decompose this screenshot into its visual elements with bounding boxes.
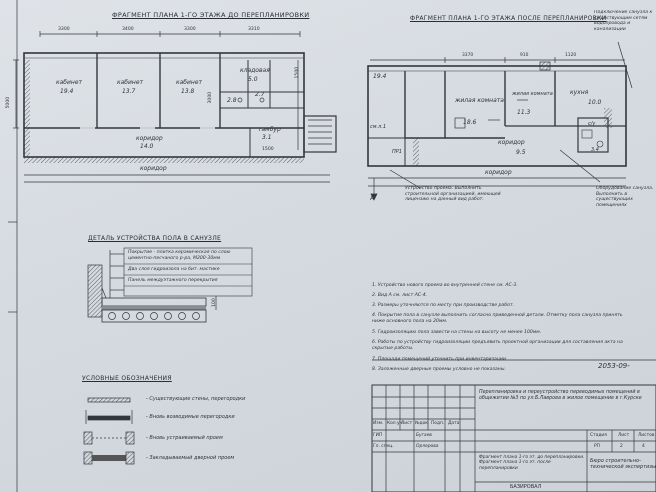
- room-label: см.л.1: [370, 124, 387, 130]
- tb-stage-header: Стадия: [590, 433, 607, 438]
- room-label: кабинет: [176, 79, 203, 86]
- bottom-stamp: БАЗИРОВАЛ: [510, 484, 542, 490]
- tb-person: Бугаев: [416, 433, 432, 438]
- legend-item: - Вновь устраиваемый проем: [146, 435, 223, 441]
- room-area: 3.1: [262, 134, 272, 141]
- floor-detail-drawing: [87, 247, 253, 323]
- room-label: тамбур: [258, 126, 281, 133]
- legend-drawing: [83, 397, 135, 465]
- room-label: кладовая: [240, 67, 270, 74]
- room-area: 2.8: [227, 97, 237, 104]
- detail-layer: Два слоя гидроизола на бит. мастике: [128, 267, 220, 272]
- plan-before-dim-top: 3300: [184, 27, 196, 32]
- room-area: 19.4: [373, 73, 387, 80]
- general-note: 2. Вид А см. лист АС-4.: [372, 293, 428, 298]
- general-note: 3. Размеры уточняются по месту при произ…: [372, 303, 515, 308]
- general-note: 1. Устройство нового проема во внутренне…: [372, 283, 518, 288]
- plan-before-dim-side: 1500: [295, 66, 301, 79]
- plan-before-drawing: [13, 31, 337, 183]
- plan-before-dim-bottom: 1500: [262, 147, 274, 152]
- detail-dim: 100: [211, 298, 217, 308]
- plan-before-dim-top: 3310: [248, 27, 260, 32]
- tb-stage-header: Листов: [638, 433, 655, 438]
- room-area: 10.0: [588, 99, 602, 106]
- legend-item: - Существующие стены, перегородки: [146, 396, 246, 402]
- general-note: 7. Площади помещений уточнить при инвент…: [372, 357, 508, 362]
- plan-before-dim-top: 3400: [122, 27, 134, 32]
- room-area: 11.3: [517, 109, 531, 116]
- room-area: 9.5: [516, 149, 526, 156]
- legend-title: УСЛОВНЫЕ ОБОЗНАЧЕНИЯ: [82, 375, 172, 382]
- room-area: 18.6: [463, 119, 477, 126]
- tb-col: Лист: [401, 421, 413, 426]
- drawing-code: 2053-09-: [598, 362, 630, 370]
- room-area: 14.0: [140, 143, 154, 150]
- room-label: кабинет: [117, 79, 144, 86]
- room-label: коридор: [136, 135, 163, 142]
- plan-after-dim-top: 910: [520, 53, 529, 58]
- tb-col: Подп.: [431, 421, 445, 426]
- tb-role: Гл. спец.: [373, 444, 394, 449]
- plan-before-corridor: коридор: [140, 165, 167, 172]
- general-note: 5. Гидроизоляцию пола завести на стены н…: [372, 330, 542, 335]
- room-label: коридор: [498, 139, 525, 146]
- plan-before-dim-side: 3000: [208, 91, 214, 104]
- room-label: кухня: [570, 89, 589, 96]
- project-name: Перепланировка и переустройство переводи…: [479, 390, 642, 401]
- room-label: с/у: [588, 121, 596, 127]
- legend-item: - Вновь возводимые перегородки: [146, 414, 235, 420]
- tb-col: Кол.уч.: [387, 421, 404, 426]
- room-area: 19.4: [60, 88, 74, 95]
- general-note: 8. Заложенные дверные проемы условно не …: [372, 367, 506, 372]
- plan-before-title: ФРАГМЕНТ ПЛАНА 1-ГО ЭТАЖА ДО ПЕРЕПЛАНИРО…: [112, 11, 310, 19]
- opening-label: ПР1: [392, 149, 402, 155]
- detail-title: ДЕТАЛЬ УСТРОЙСТВА ПОЛА В САНУЗЛЕ: [88, 235, 222, 242]
- tb-person: Орлерова: [416, 444, 439, 449]
- room-label: кабинет: [56, 79, 83, 86]
- sheet-description: Фрагмент плана 1-го эт. до перепланировк…: [479, 455, 585, 471]
- plan-after-note-bath: Оборудование санузла. Выполнить в сущест…: [596, 186, 654, 208]
- tb-stage-header: Лист: [618, 433, 630, 438]
- tb-stage-value: 4: [642, 444, 645, 449]
- plan-after-drawing: [367, 41, 633, 201]
- plan-after-note-opening: Устройство проема. Выполнить строительно…: [405, 186, 501, 202]
- organization: Бюро строительно-технической экспертизы: [590, 458, 656, 470]
- axis-mark: A: [370, 195, 375, 202]
- detail-layer: Панель междуэтажного перекрытия: [128, 278, 218, 283]
- plan-after-corner-note: Подключение санузла к существующим сетям…: [594, 10, 653, 32]
- plan-after-dim-top: 1120: [565, 53, 577, 58]
- tb-col: №док: [415, 421, 428, 426]
- general-note: 6. Работы по устройству гидроизоляции пр…: [372, 340, 623, 351]
- room-label: жилая комната: [455, 97, 504, 104]
- room-area: 13.7: [122, 88, 136, 95]
- title-block-drawing: [371, 359, 656, 492]
- plan-after-title: ФРАГМЕНТ ПЛАНА 1-ГО ЭТАЖА ПОСЛЕ ПЕРЕПЛАН…: [410, 15, 607, 22]
- tb-role: ГИП: [373, 433, 383, 438]
- room-area: 2.7: [255, 91, 265, 98]
- tb-col: Изм.: [373, 421, 384, 426]
- plan-before-dim-top: 3300: [58, 27, 70, 32]
- general-note: 4. Покрытие пола в санузле выполнить сог…: [372, 313, 623, 324]
- detail-layer: Покрытие - плитка керамическая по слою ц…: [128, 250, 231, 261]
- plan-after-corridor: коридор: [485, 169, 512, 176]
- room-label: жилая комната: [512, 91, 553, 97]
- tb-stage-value: 2: [620, 444, 623, 449]
- legend-item: - Закладываемый дверной проем: [146, 455, 235, 461]
- room-area: 13.8: [181, 88, 195, 95]
- room-area: 3.4: [591, 147, 599, 153]
- tb-stage-value: РП: [594, 444, 600, 449]
- room-area: 5.0: [248, 76, 258, 83]
- plan-before-dim-side: 5000: [6, 96, 12, 109]
- tb-col: Дата: [448, 421, 460, 426]
- plan-after-dim-top: 3370: [462, 53, 474, 58]
